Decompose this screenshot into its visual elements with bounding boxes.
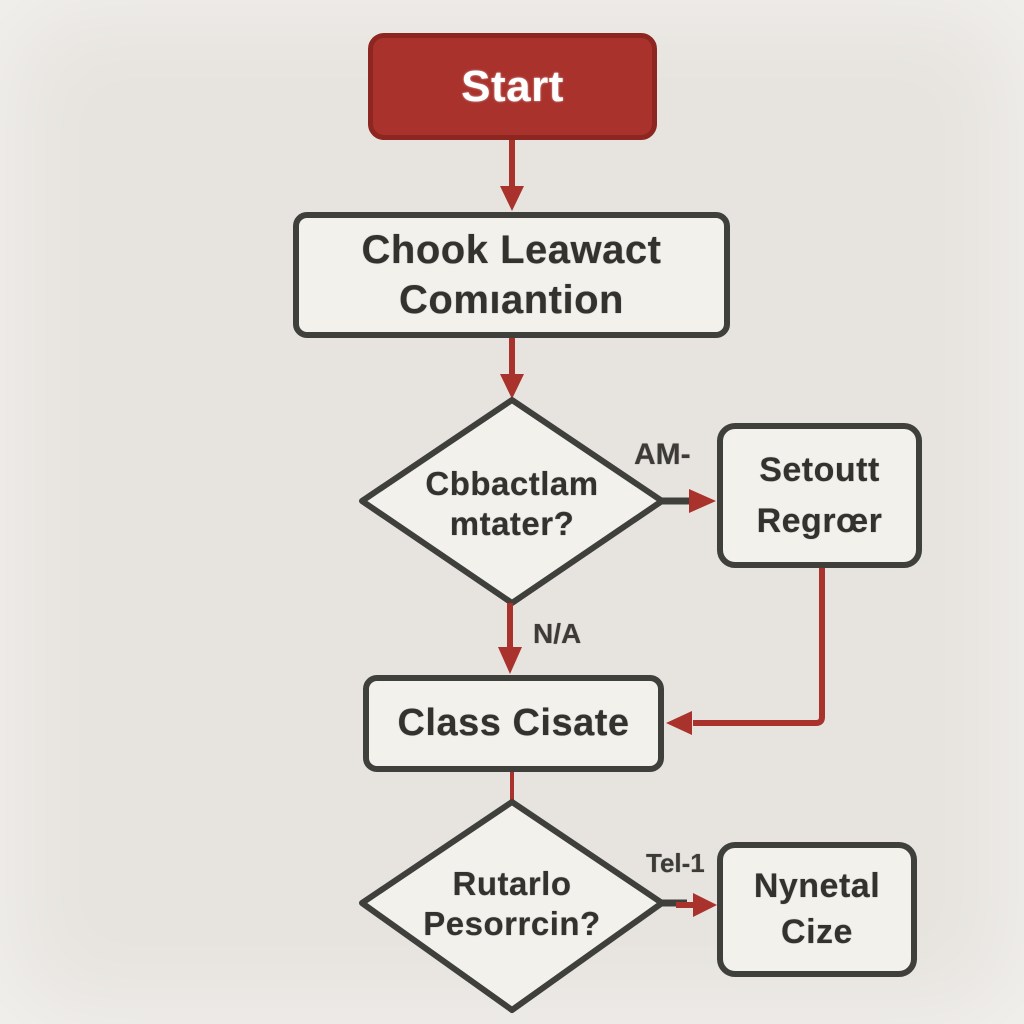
node-decision2-line1: Rutarlo (452, 865, 572, 902)
node-process2: Class Cisate (363, 675, 664, 772)
node-side1-line1: Setoutt (759, 450, 880, 489)
edge-label-decision2-right: Tel-1 (646, 848, 705, 878)
decision2-diamond (359, 799, 665, 1013)
arrowhead-down-icon (498, 647, 522, 674)
node-process1-line2: Comıantion (399, 278, 624, 322)
node-start-label: Start (461, 61, 564, 111)
node-side2-line1: Nynetal (753, 866, 881, 905)
node-decision1-label: Cbbactlam mtater? (362, 464, 662, 543)
node-decision1-line2: mtater? (449, 504, 575, 542)
edge-label-decision1-right: AM- (634, 438, 691, 471)
edge-side1-to-process2 (693, 568, 825, 726)
arrowhead-right-icon (693, 893, 717, 917)
node-process1: Chook Leawact Comıantion (293, 212, 730, 338)
arrowhead-down-icon (500, 186, 524, 211)
node-start: Start (368, 33, 657, 140)
node-side1: Setoutt Regrœr (717, 423, 922, 568)
node-side1-line2: Regrœr (756, 501, 883, 540)
node-side2: Nynetal Cize (717, 842, 917, 977)
node-process1-line1: Chook Leawact (361, 228, 662, 272)
node-side2-line2: Cize (781, 912, 853, 951)
node-decision1-line1: Cbbactlam (425, 465, 599, 502)
arrowhead-right-icon (689, 489, 716, 513)
node-process2-label: Class Cisate (397, 702, 630, 744)
arrowhead-down-icon (500, 374, 524, 399)
edge-label-decision1-down: N/A (533, 618, 582, 649)
node-decision2-label: Rutarlo Pesorrcin? (362, 864, 662, 943)
arrowhead-left-icon (666, 711, 692, 735)
node-decision2-line2: Pesorrcin? (423, 904, 601, 942)
